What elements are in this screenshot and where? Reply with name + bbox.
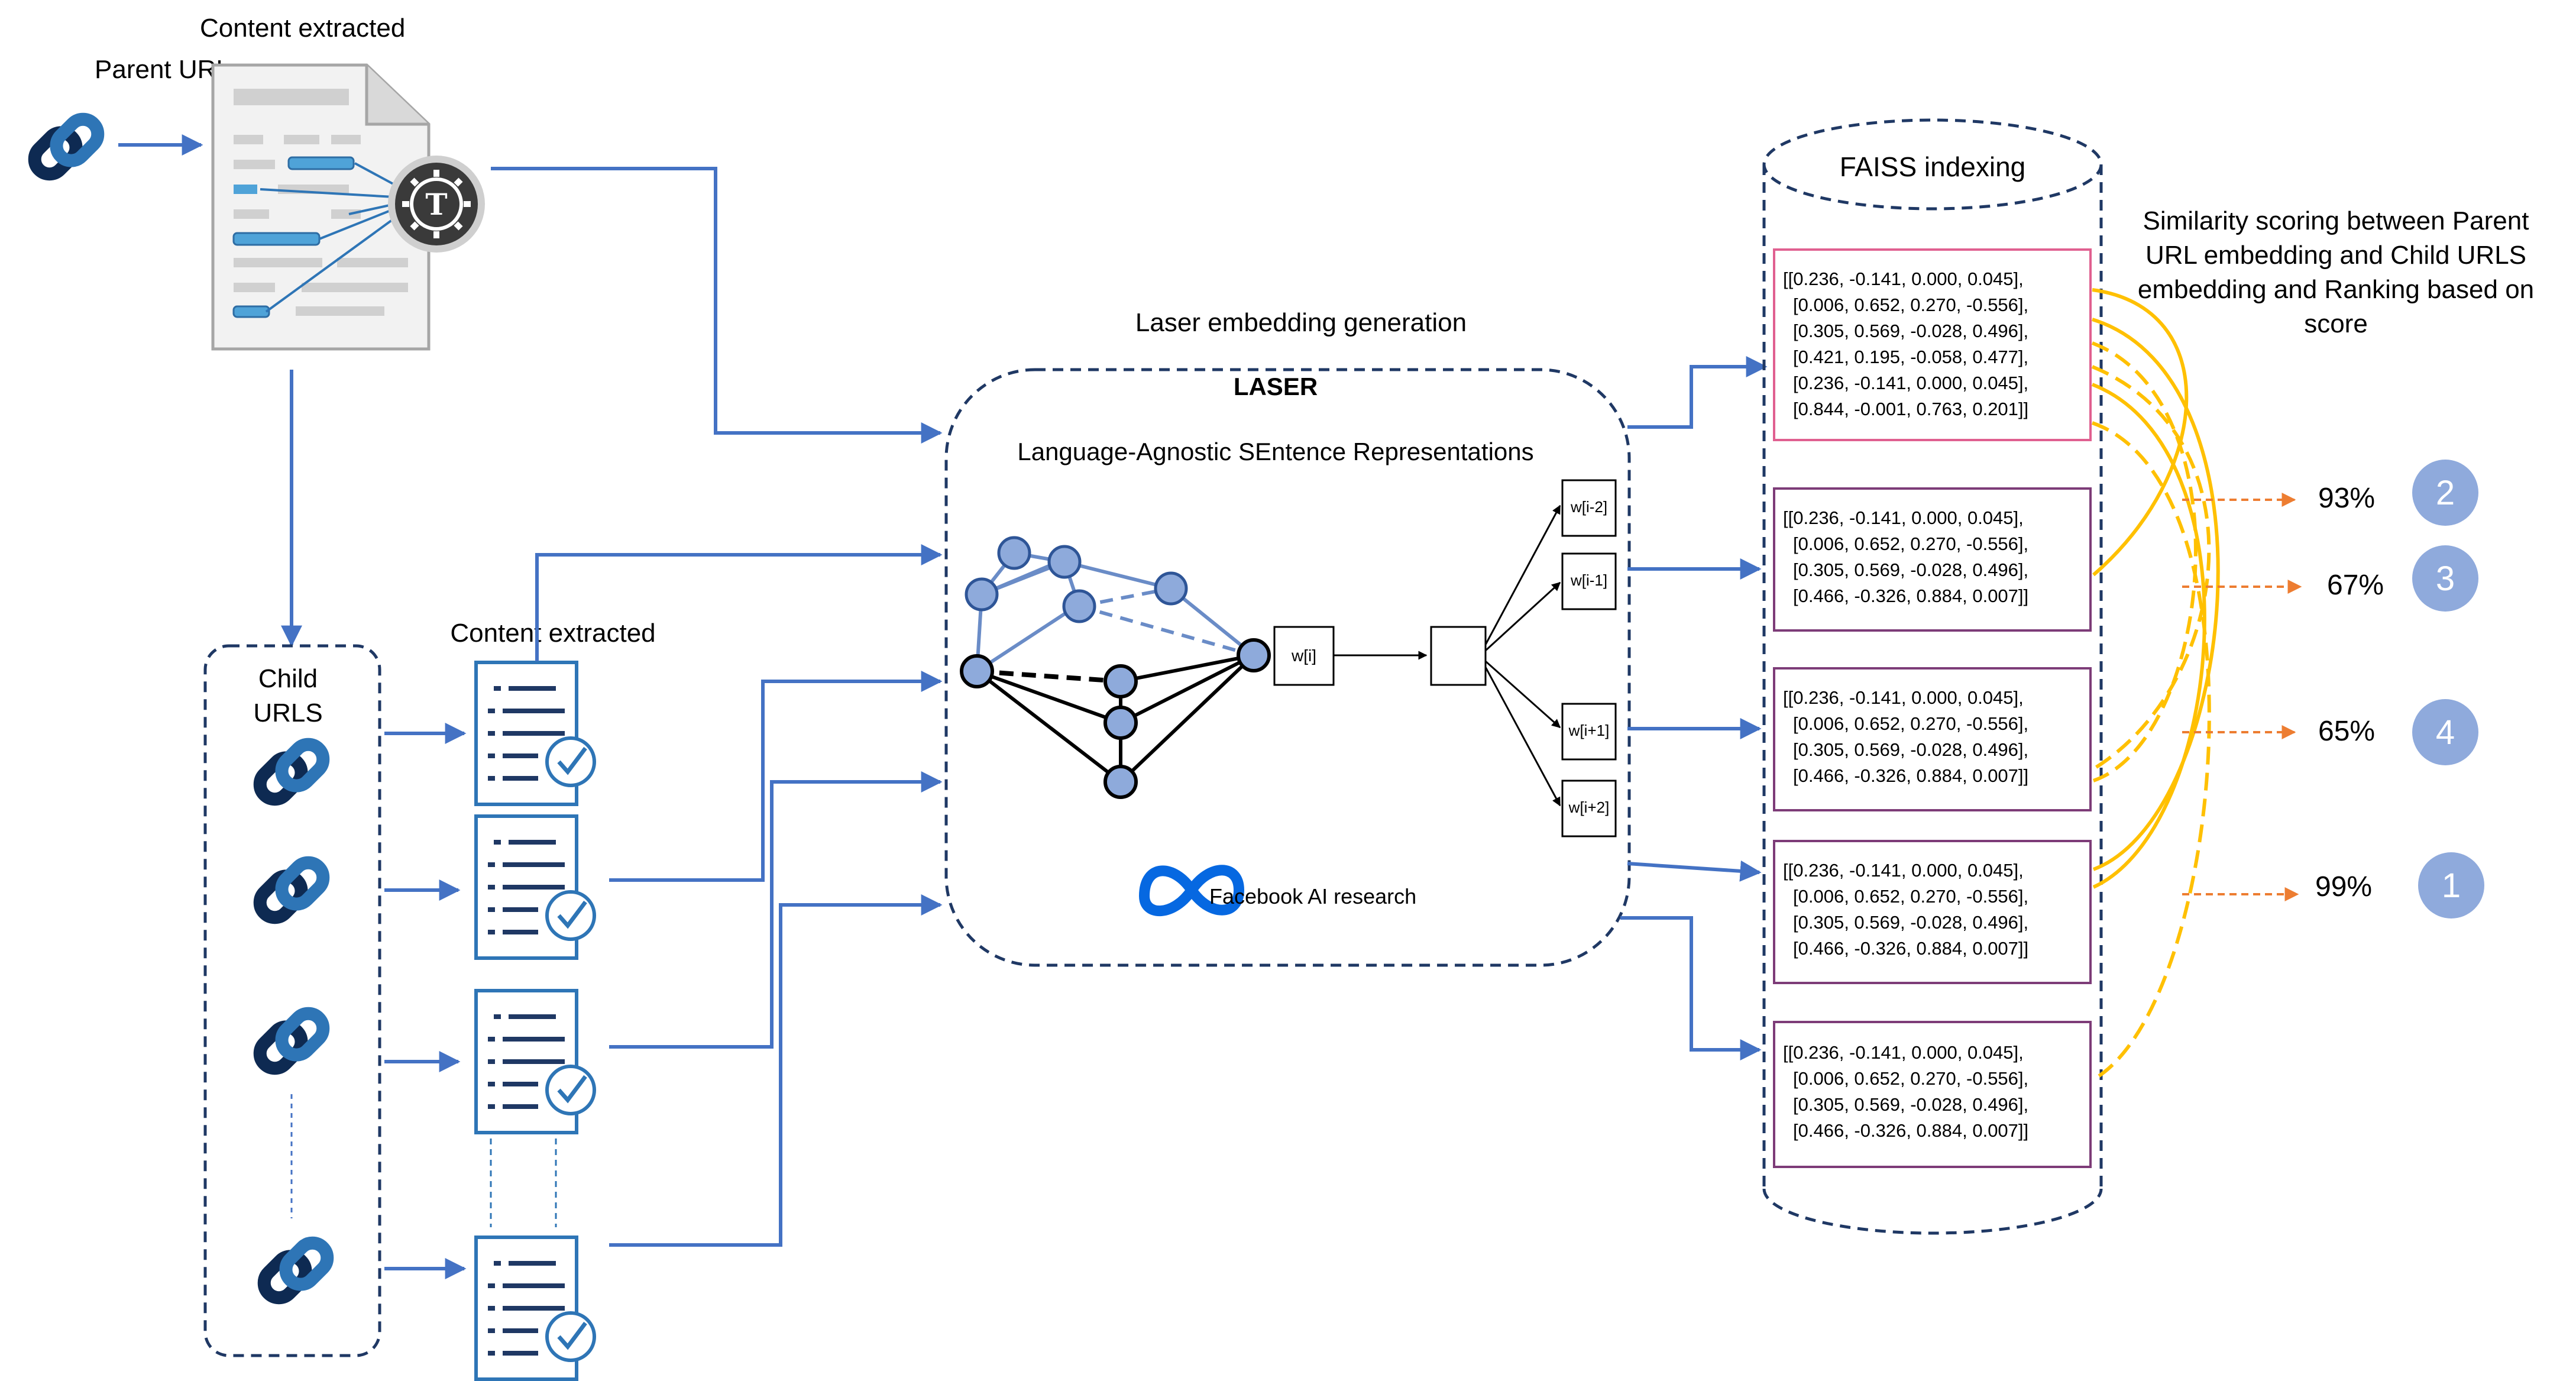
child-urls-label-line2: URLS <box>253 698 322 727</box>
word-node-out3-label: w[i+1] <box>1568 722 1610 739</box>
child-document-icon <box>476 662 594 804</box>
rank-badge <box>2412 699 2478 765</box>
rank-number: 1 <box>2442 866 2461 905</box>
facebook-ai-label: Facebook AI research <box>1209 884 1416 908</box>
word-node-out4-label: w[i+2] <box>1568 798 1610 816</box>
laser-container <box>944 368 1631 967</box>
score-percent: 65% <box>2318 716 2375 747</box>
embedding-child: [[0.236, -0.141, 0.000, 0.045], [0.006, … <box>1773 487 2092 632</box>
word-node-center-label: w[i] <box>1291 646 1316 665</box>
word-node-center <box>1273 626 1335 686</box>
child-link-icon <box>254 738 329 805</box>
embedding-child: [[0.236, -0.141, 0.000, 0.045], [0.006, … <box>1773 667 2092 811</box>
embedding-row: [[0.236, -0.141, 0.000, 0.045], <box>1783 269 2024 289</box>
rank-number: 3 <box>2436 559 2455 598</box>
rank-badge <box>2412 545 2478 612</box>
embedding-row: [0.006, 0.652, 0.270, -0.556], <box>1793 533 2028 554</box>
similarity-label-line3: embedding and Ranking based on <box>2138 275 2534 304</box>
neural-graph <box>960 536 1271 799</box>
rank-number: 4 <box>2436 713 2455 752</box>
score-percent: 93% <box>2318 483 2375 514</box>
embedding-parent: [[0.236, -0.141, 0.000, 0.045], [0.006, … <box>1773 248 2092 441</box>
embedding-row: [0.305, 0.569, -0.028, 0.496], <box>1793 321 2028 341</box>
child-link-icon <box>254 856 329 923</box>
child-link-icon <box>254 1007 329 1074</box>
word-node-out3 <box>1561 703 1617 761</box>
faiss-index-cylinder <box>1762 118 2103 1235</box>
embedding-row: [0.236, -0.141, 0.000, 0.045], <box>1793 373 2028 393</box>
word-node-out2-label: w[i-1] <box>1570 571 1607 589</box>
word-node-out4 <box>1561 780 1617 837</box>
rank-badge <box>2412 460 2478 526</box>
embedding-row: [[0.236, -0.141, 0.000, 0.045], <box>1783 1042 2024 1063</box>
text-extraction-gear-icon: T <box>388 156 485 253</box>
embedding-row: [0.006, 0.652, 0.270, -0.556], <box>1793 886 2028 907</box>
embedding-row: [0.421, 0.195, -0.058, 0.477], <box>1793 347 2028 367</box>
child-document-icon <box>476 991 594 1133</box>
embedding-child: [[0.236, -0.141, 0.000, 0.045], [0.006, … <box>1773 840 2092 984</box>
parent-document-icon <box>211 63 431 351</box>
child-document-icon <box>476 816 594 958</box>
word-node-out1-label: w[i-2] <box>1570 498 1607 516</box>
word-node-out2 <box>1561 552 1617 610</box>
similarity-curves <box>2091 288 2220 1081</box>
projection-box <box>1430 626 1487 686</box>
parent-url-label: Parent URL <box>95 55 231 84</box>
faiss-label: FAISS indexing <box>1840 151 2026 182</box>
embedding-row: [0.305, 0.569, -0.028, 0.496], <box>1793 1094 2028 1115</box>
embedding-row: [0.305, 0.569, -0.028, 0.496], <box>1793 739 2028 760</box>
similarity-label-line2: URL embedding and Child URLS <box>2145 241 2526 270</box>
meta-logo-icon <box>1138 865 1245 916</box>
child-document-icon <box>476 1237 594 1379</box>
child-link-icon <box>258 1237 333 1304</box>
content-extracted-mid-label: Content extracted <box>450 619 655 648</box>
embedding-row: [0.844, -0.001, 0.763, 0.201]] <box>1793 399 2028 419</box>
embedding-row: [0.466, -0.326, 0.884, 0.007]] <box>1793 765 2028 786</box>
content-extracted-top-label: Content extracted <box>200 14 405 43</box>
parent-link-icon <box>28 113 103 180</box>
laser-section-title: Laser embedding generation <box>1135 308 1467 337</box>
embedding-row: [0.006, 0.652, 0.270, -0.556], <box>1793 295 2028 315</box>
score-percent: 99% <box>2315 871 2372 903</box>
score-percent: 67% <box>2327 570 2384 601</box>
rank-badge <box>2418 852 2484 918</box>
laser-subtitle: Language-Agnostic SEntence Representatio… <box>1017 438 1533 465</box>
embedding-row: [[0.236, -0.141, 0.000, 0.045], <box>1783 860 2024 881</box>
svg-text:T: T <box>425 187 447 222</box>
similarity-label-line1: Similarity scoring between Parent <box>2143 206 2529 235</box>
similarity-label-line4: score <box>2304 309 2368 338</box>
embedding-row: [0.466, -0.326, 0.884, 0.007]] <box>1793 938 2028 959</box>
child-urls-container <box>203 644 381 1357</box>
embedding-row: [0.006, 0.652, 0.270, -0.556], <box>1793 713 2028 734</box>
child-urls-label-line1: Child <box>258 664 318 693</box>
embedding-row: [[0.236, -0.141, 0.000, 0.045], <box>1783 687 2024 708</box>
embedding-row: [0.006, 0.652, 0.270, -0.556], <box>1793 1068 2028 1089</box>
embedding-row: [0.466, -0.326, 0.884, 0.007]] <box>1793 1120 2028 1141</box>
embedding-row: [0.305, 0.569, -0.028, 0.496], <box>1793 559 2028 580</box>
rank-number: 2 <box>2436 474 2455 512</box>
word-node-out1 <box>1561 479 1617 537</box>
embedding-row: [[0.236, -0.141, 0.000, 0.045], <box>1783 507 2024 528</box>
embedding-row: [0.305, 0.569, -0.028, 0.496], <box>1793 912 2028 933</box>
laser-title: LASER <box>1234 373 1318 400</box>
embedding-row: [0.466, -0.326, 0.884, 0.007]] <box>1793 586 2028 606</box>
embedding-child: [[0.236, -0.141, 0.000, 0.045], [0.006, … <box>1773 1021 2092 1168</box>
